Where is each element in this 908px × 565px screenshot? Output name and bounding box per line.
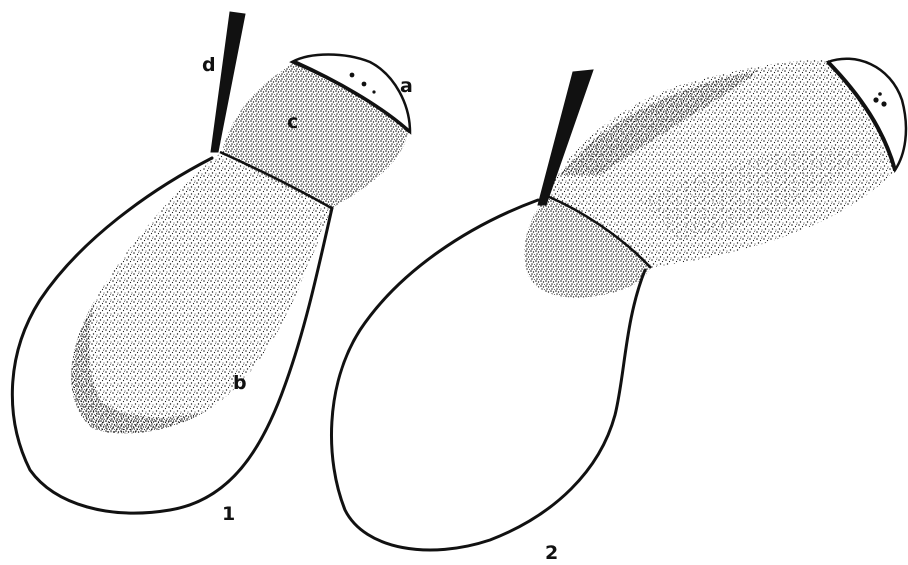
figure-2-cap-dot xyxy=(878,92,882,96)
label-b: b xyxy=(233,372,247,394)
figure-1-body xyxy=(71,152,332,434)
figure-1-cap-dot xyxy=(350,73,355,78)
figure-2-cap-dot xyxy=(873,97,878,102)
label-a: a xyxy=(400,75,413,97)
label-d: d xyxy=(202,54,216,76)
figure-2: 2 xyxy=(331,59,905,564)
figure-1-cap-dot xyxy=(362,82,367,87)
figure-1-cap-dot xyxy=(372,90,375,93)
figure-1: a b c d 1 xyxy=(12,12,412,525)
figure-2-cap-dot xyxy=(881,101,886,106)
figure-1-number: 1 xyxy=(222,503,235,525)
label-c: c xyxy=(287,111,298,133)
figure-2-number: 2 xyxy=(545,542,558,564)
